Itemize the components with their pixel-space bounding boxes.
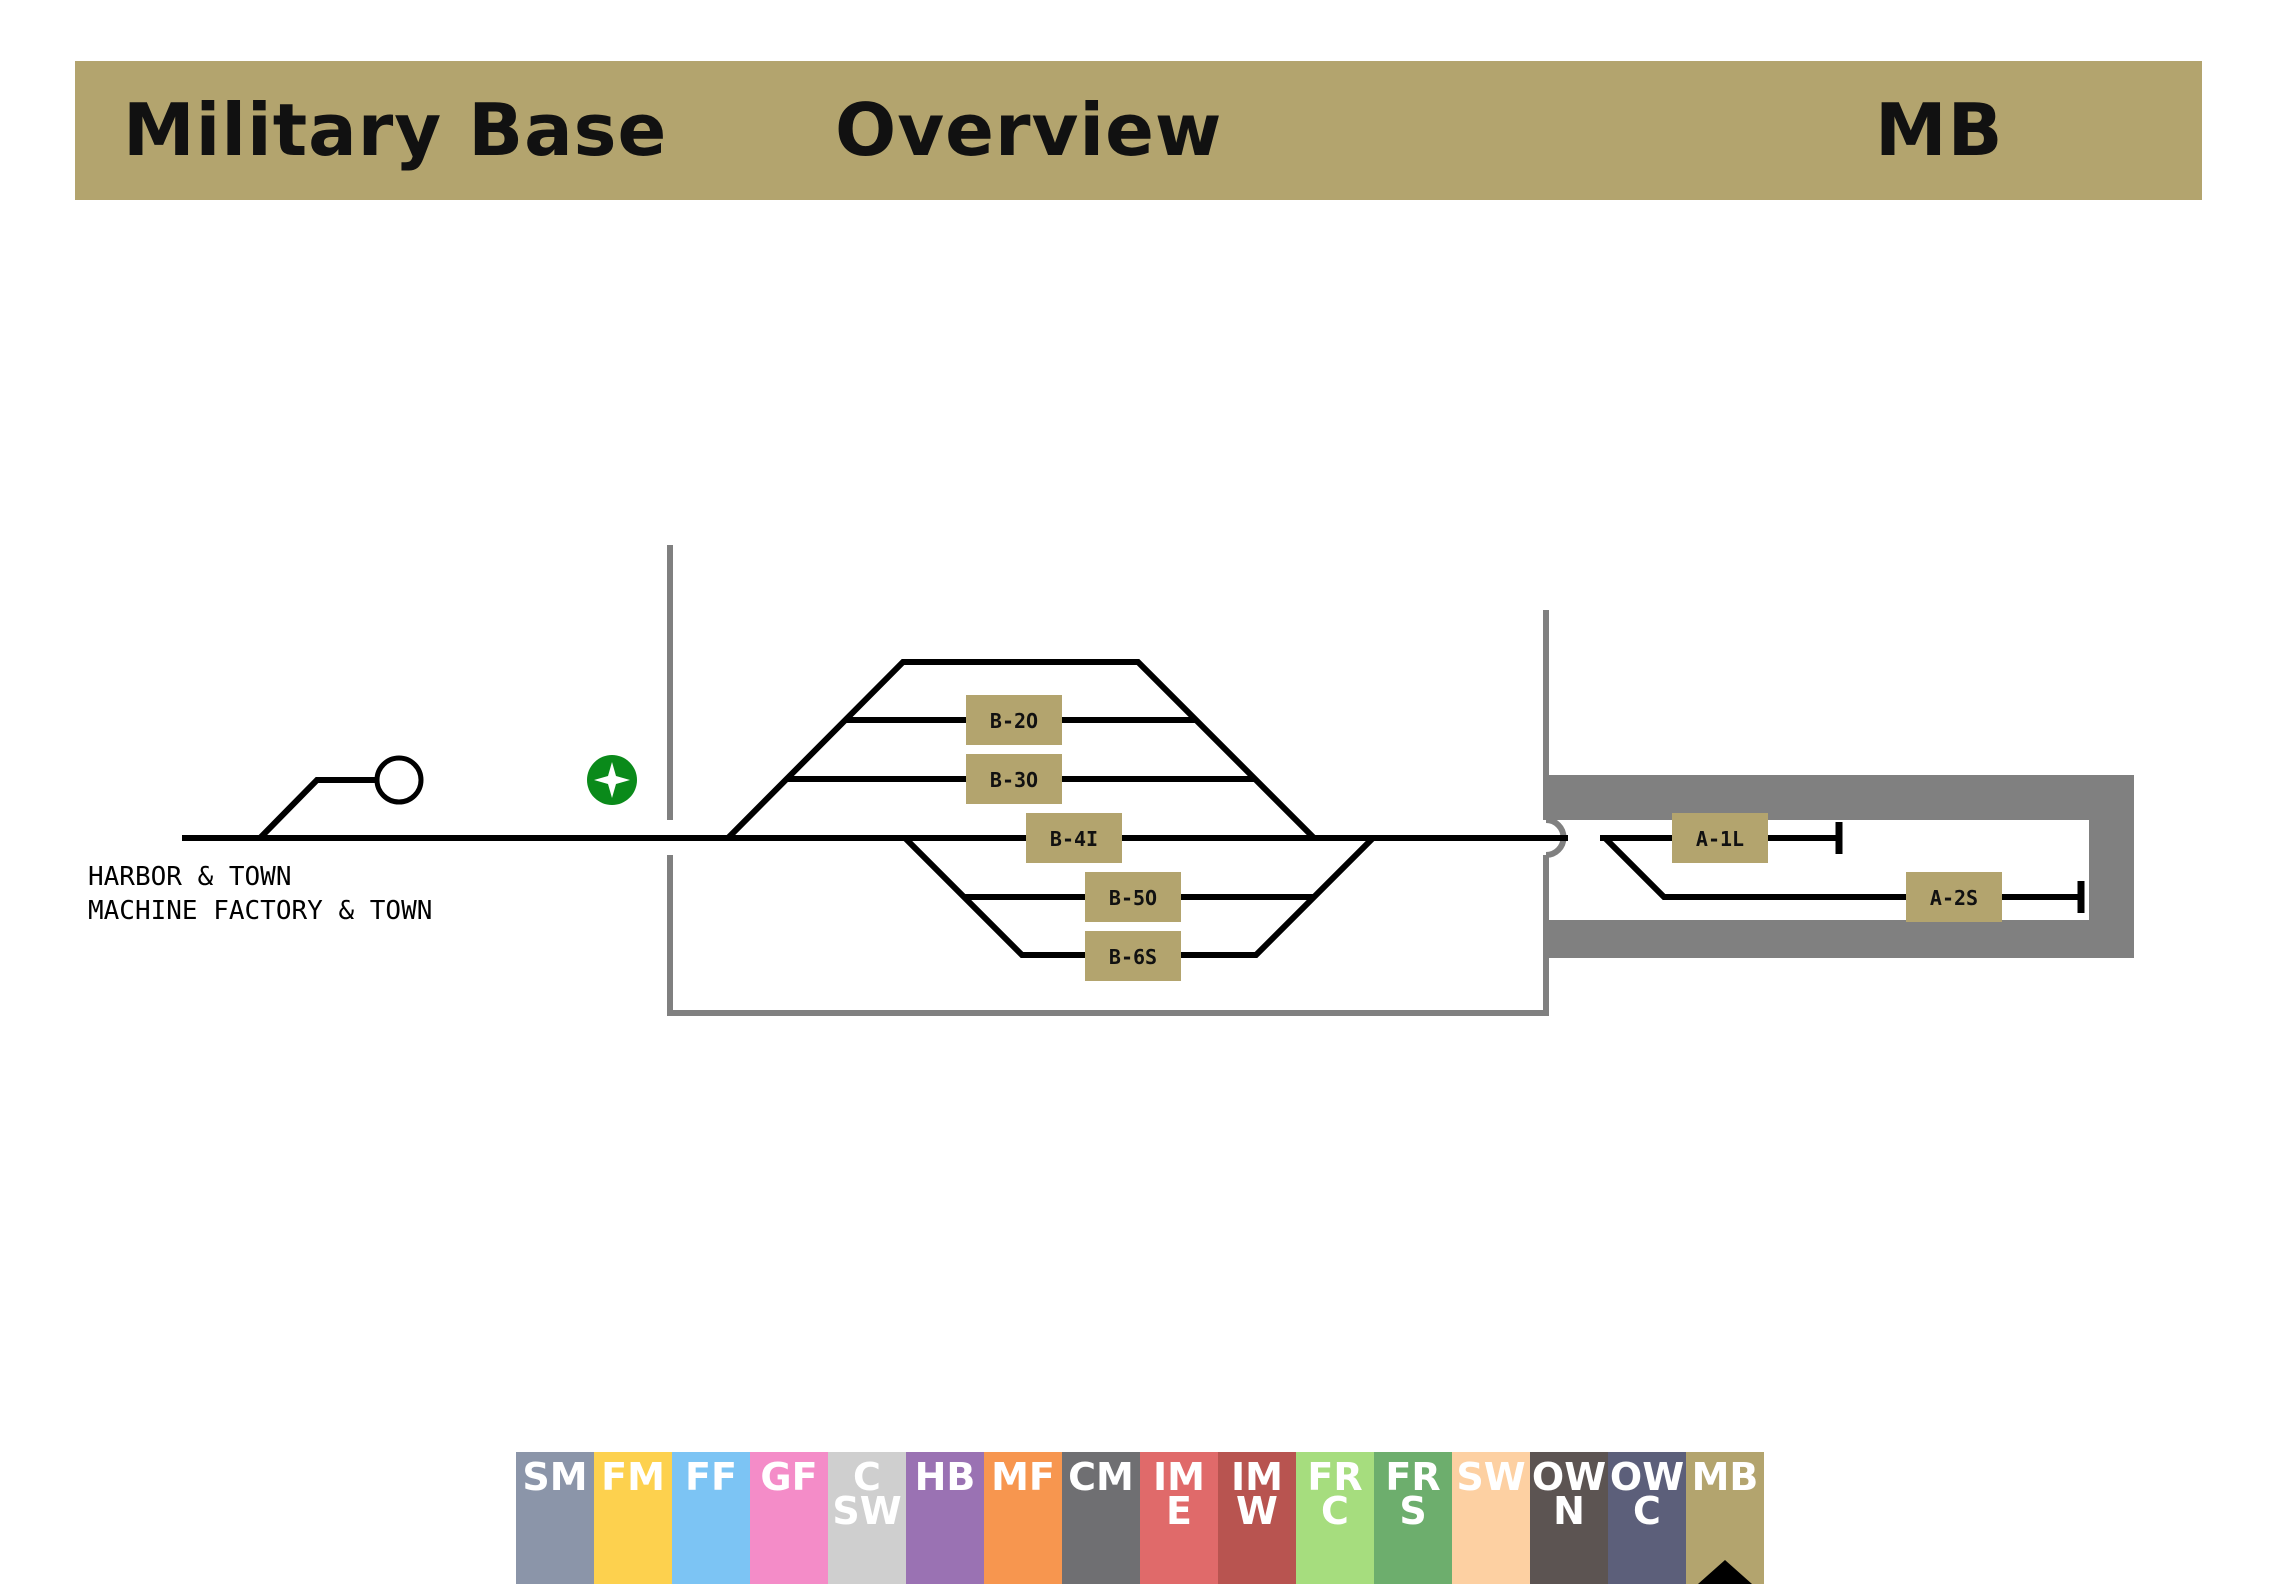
nav-tab-label: GF bbox=[760, 1455, 818, 1499]
location-code: MB bbox=[1875, 88, 2004, 172]
track-b3-box[interactable] bbox=[966, 754, 1062, 804]
nav-tab-label: HB bbox=[914, 1455, 976, 1499]
track-a2-box[interactable] bbox=[1906, 872, 2002, 922]
nav-tab-label: OW bbox=[1609, 1455, 1685, 1499]
nav-tab-gf[interactable]: GF bbox=[750, 1452, 828, 1584]
location-title: Military Base bbox=[123, 88, 668, 172]
nav-tab-mf[interactable]: MF bbox=[984, 1452, 1062, 1584]
nav-tab-label: FF bbox=[685, 1455, 737, 1499]
tunnel-building bbox=[1546, 775, 2134, 958]
nav-tab-label: C bbox=[1321, 1489, 1349, 1533]
track-b4-label: B-4I bbox=[1050, 827, 1098, 851]
track-b2-box[interactable] bbox=[966, 695, 1062, 745]
track-b6-label: B-6S bbox=[1109, 945, 1157, 969]
nav-tab-sm[interactable]: SM bbox=[516, 1452, 594, 1584]
nav-tab-label: FM bbox=[601, 1455, 665, 1499]
nav-tab-label: IM bbox=[1231, 1455, 1283, 1499]
nav-tab-label: E bbox=[1166, 1489, 1192, 1533]
nav-tab-sw[interactable]: SW bbox=[1452, 1452, 1530, 1584]
compass-marker-icon[interactable] bbox=[587, 755, 637, 805]
view-title: Overview bbox=[835, 88, 1223, 172]
nav-tab-label: MB bbox=[1691, 1455, 1759, 1499]
active-tab-marker-icon bbox=[1698, 1560, 1752, 1584]
nav-tab-ff[interactable]: FF bbox=[672, 1452, 750, 1584]
nav-tab-label: N bbox=[1553, 1489, 1585, 1533]
yard-upper-loop bbox=[725, 659, 1317, 841]
siding-branch bbox=[257, 777, 375, 841]
nav-tab-label: FR bbox=[1385, 1455, 1441, 1499]
nav-tab-label: CM bbox=[1068, 1455, 1134, 1499]
track-b5-label: B-5O bbox=[1109, 886, 1157, 910]
track-b5-box[interactable] bbox=[1085, 872, 1181, 922]
nav-tab-label: SW bbox=[832, 1489, 902, 1533]
signal-circle-icon[interactable] bbox=[374, 755, 424, 805]
nav-tab-label: MF bbox=[991, 1455, 1055, 1499]
nav-tab-label: S bbox=[1399, 1489, 1427, 1533]
nav-tab-label: C bbox=[1633, 1489, 1661, 1533]
nav-tab-label: FR bbox=[1307, 1455, 1363, 1499]
origin-label-machine-factory: MACHINE FACTORY & TOWN bbox=[88, 896, 433, 926]
nav-tab-cm[interactable]: CM bbox=[1062, 1452, 1140, 1584]
header-bar: Military Base Overview MB bbox=[75, 61, 2202, 200]
track-b2-label: B-2O bbox=[990, 709, 1038, 733]
nav-tab-fm[interactable]: FM bbox=[594, 1452, 672, 1584]
nav-tab-label: OW bbox=[1531, 1455, 1607, 1499]
nav-tab-label: SM bbox=[522, 1455, 588, 1499]
origin-label-harbor: HARBOR & TOWN bbox=[88, 862, 292, 892]
track-a1-label: A-1L bbox=[1696, 827, 1744, 851]
nav-tab-label: IM bbox=[1153, 1455, 1205, 1499]
track-b6-box[interactable] bbox=[1085, 931, 1181, 981]
nav-tab-mb[interactable]: MB bbox=[1686, 1452, 1764, 1584]
nav-tab-label: SW bbox=[1456, 1455, 1526, 1499]
nav-tab-hb[interactable]: HB bbox=[906, 1452, 984, 1584]
nav-tab-label: C bbox=[853, 1455, 881, 1499]
track-a1-box[interactable] bbox=[1672, 813, 1768, 863]
nav-tab-label: W bbox=[1236, 1489, 1278, 1533]
track-b4-box[interactable] bbox=[1026, 813, 1122, 863]
track-a2-label: A-2S bbox=[1930, 886, 1978, 910]
track-b3-label: B-3O bbox=[990, 768, 1038, 792]
